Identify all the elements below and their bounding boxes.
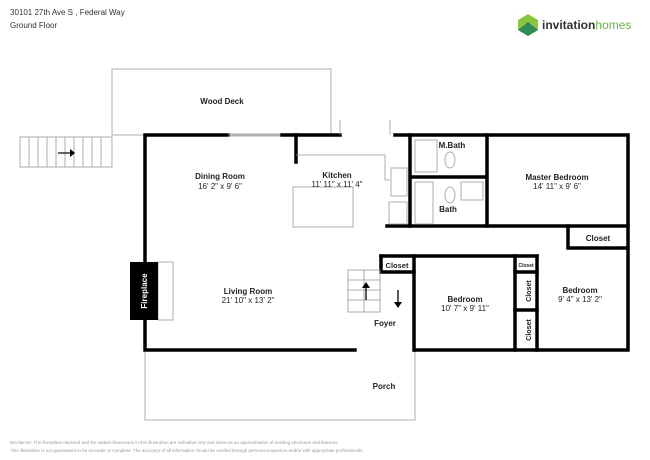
closet-small-label: Closet [518,263,534,269]
foyer-label: Foyer [374,319,396,328]
bedroom-1-label: Bedroom [447,295,482,304]
living-room-label: Living Room [224,287,272,296]
closet-master-label: Closet [586,234,611,243]
bedroom-1-dims: 10' 7" x 9' 11" [441,304,489,313]
brand-b: homes [595,18,632,32]
porch [144,350,416,421]
interior-stairs [347,269,402,313]
closet-foyer-label: Closet [386,261,409,270]
dining-room-dims: 16' 2" x 9' 6" [198,182,242,191]
living-room-dims: 21' 10" x 13' 2" [222,296,275,305]
porch-label: Porch [373,382,396,391]
fixtures [292,139,484,228]
master-bedroom-dims: 14' 11" x 9' 6" [533,182,581,191]
closet-bedroom-label-2: Closet [526,319,533,341]
logo-icon [518,14,538,36]
mbath-label: M.Bath [439,141,466,150]
bath-label: Bath [439,205,457,214]
fireplace [130,262,158,320]
master-bedroom-label: Master Bedroom [525,173,588,182]
kitchen-label: Kitchen [322,171,351,180]
closet-bedroom-label: Closet [526,280,533,302]
kitchen-dims: 11' 11" x 11' 4" [312,180,363,189]
deck-stairs [19,136,113,168]
logo: invitationhomes [518,14,631,36]
wood-deck-label: Wood Deck [200,97,244,106]
dining-room-label: Dining Room [195,172,245,181]
walls [143,120,630,352]
floor-label: Ground Floor [10,21,58,30]
bedroom-2-dims: 9' 4" x 13' 2" [558,295,602,304]
brand-a: invitation [542,18,596,32]
disclaimer-line-1: Disclaimer: The floorplans depicted and … [10,440,339,445]
address: 30101 27th Ave S , Federal Way [10,8,125,17]
fireplace-label: Fireplace [140,273,149,309]
disclaimer-line-2: This illustration is not guaranteed to b… [10,448,364,453]
bedroom-2-label: Bedroom [562,286,597,295]
